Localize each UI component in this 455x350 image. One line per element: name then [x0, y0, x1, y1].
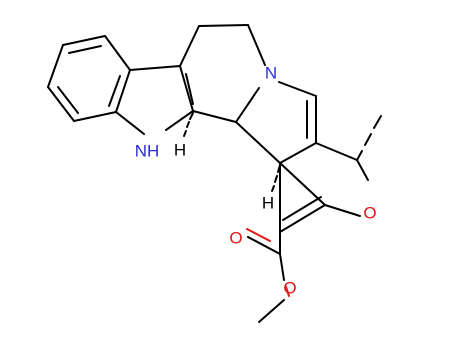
stereo-hydrogen-bonds [183, 112, 281, 192]
ester-group [246, 228, 290, 323]
nh-label: NH [135, 142, 160, 161]
h-upper-label: H [174, 141, 186, 160]
benzene-ring [47, 35, 131, 122]
h-lower-label: H [262, 194, 274, 213]
o-carbonyl-label: O [229, 229, 242, 248]
o-ester-label: O [283, 279, 296, 298]
n-label: N [265, 64, 277, 83]
o-ring-label: O [363, 204, 376, 223]
pyrrole-ring [115, 65, 194, 135]
pyran-ring [279, 142, 369, 233]
methyl-group [356, 115, 382, 161]
piperidine-rings [179, 24, 317, 164]
